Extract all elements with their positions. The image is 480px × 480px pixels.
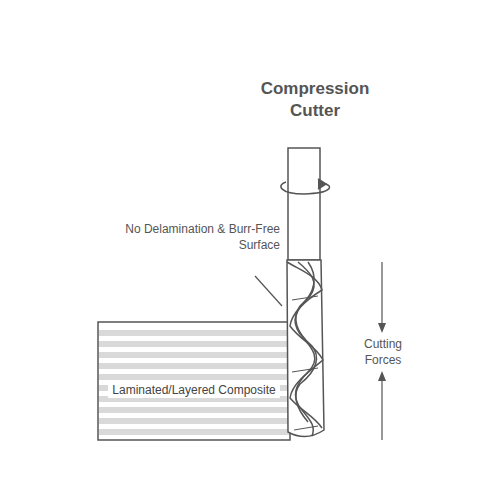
cutter-title: Compression Cutter [240, 78, 390, 122]
rotation-arrow [281, 179, 330, 194]
laminate-layer [99, 352, 289, 358]
surface-note: No Delamination & Burr-Free Surface [110, 221, 280, 253]
laminate-layer [99, 407, 289, 413]
leader-line [255, 276, 282, 306]
force-arrow-down [381, 262, 382, 328]
composite-block-node: Laminated/Layered Composite [98, 322, 290, 440]
laminate-layer [99, 374, 289, 380]
cutter [287, 148, 324, 437]
material-label: Laminated/Layered Composite [98, 383, 290, 398]
laminate-layer [99, 418, 289, 424]
laminate-layer [99, 429, 289, 435]
laminate-layer [99, 363, 289, 369]
force-arrow-up [381, 376, 382, 440]
laminate-layer [99, 330, 289, 336]
composite-block [98, 322, 290, 440]
force-label: Cutting Forces [352, 336, 414, 368]
laminate-layer [99, 341, 289, 347]
